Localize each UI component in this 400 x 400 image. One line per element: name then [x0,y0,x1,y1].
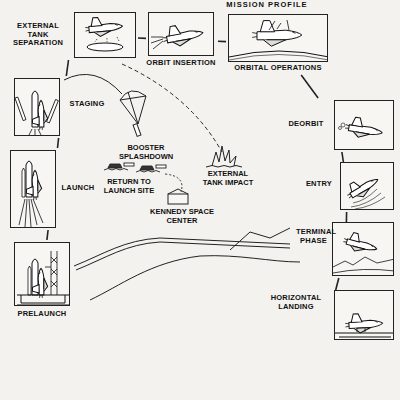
mission-stage: DEORBIT [280,98,396,152]
booster-trajectory [64,74,122,94]
stage-label: PRELAUNCH [14,310,70,319]
stage-label: ORBITAL OPERATIONS [230,64,326,73]
stage-picture [75,13,136,58]
stage-picture [15,243,70,306]
picture-frame [74,12,136,58]
stage-picture [15,79,60,136]
stage-label: ORBIT INSERTION [146,59,216,68]
mission-path [342,152,344,162]
stage-picture [333,223,394,276]
picture-frame [340,162,394,210]
event-label: RETURN TO LAUNCH SITE [100,178,158,195]
mission-path [301,75,318,98]
diagram-title: MISSION PROFILE [222,1,312,9]
mission-stage: ENTRY [298,162,396,212]
mission-stage: HORIZONTAL LANDING [262,290,396,342]
stage-label: DEORBIT [280,120,332,129]
picture-frame [228,14,328,62]
mission-path [138,37,146,39]
parachute [120,91,146,136]
mission-stage: PRELAUNCH [12,240,72,321]
picture-frame [332,222,394,276]
mission-stage: EXTERNAL TANK SEPARATION [6,10,138,60]
picture-frame [14,78,60,136]
stage-picture [229,15,328,62]
stage-picture [341,163,394,210]
mission-stage: ORBIT INSERTION [146,10,218,70]
picture-frame [334,290,394,340]
mission-stage: LAUNCH [8,148,98,230]
mission-path [218,40,226,42]
stage-picture [11,151,56,228]
stage-label: ENTRY [300,180,338,189]
event-label: EXTERNAL TANK IMPACT [198,170,258,187]
picture-frame [334,100,394,150]
picture-frame [14,242,70,306]
mission-path [58,138,59,148]
stage-label: LAUNCH [60,184,96,193]
event-label: KENNEDY SPACE CENTER [146,208,218,225]
event-label: BOOSTER SPLASHDOWN [118,144,174,161]
stage-picture [149,13,214,56]
mission-path [336,278,339,290]
tank-trajectory [122,64,222,152]
stage-label: EXTERNAL TANK SEPARATION [6,22,70,48]
stage-label: HORIZONTAL LANDING [262,294,330,311]
picture-frame [10,150,56,228]
stage-picture [335,291,394,340]
launch-site [74,189,300,300]
mission-stage: ORBITAL OPERATIONS [226,12,330,75]
splashdown-water [104,163,166,172]
mission-path [346,212,348,222]
mission-stage: STAGING [12,76,112,138]
mission-path [47,230,48,240]
mission-stage: TERMINAL PHASE [296,222,396,278]
stage-label: STAGING [64,100,110,109]
mission-path [66,60,68,76]
stage-picture [335,101,394,150]
stage-label: TERMINAL PHASE [296,228,331,245]
picture-frame [148,12,214,56]
tank-impact-splash [206,146,242,167]
